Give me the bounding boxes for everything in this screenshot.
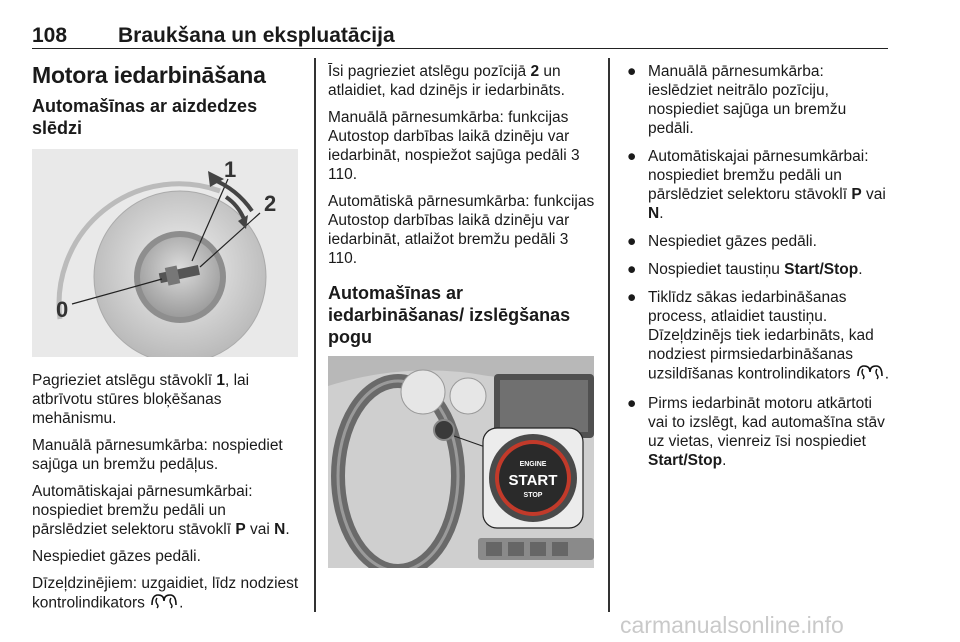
list-item: ●Pirms iedarbināt motoru atkārtoti vai t… — [627, 395, 885, 469]
paragraph: Manuālā pārnesumkārba: nospiediet sajūga… — [32, 437, 283, 473]
column-divider — [608, 58, 610, 612]
stop-label: STOP — [524, 492, 543, 499]
paragraph: Automātiskā pārnesumkārba: funkcijas Aut… — [328, 193, 595, 267]
list-item: ●Nospiediet taustiņu Start/Stop. — [627, 261, 863, 278]
list-item: ●Tiklīdz sākas iedarbināšanas process, a… — [624, 288, 892, 385]
start-stop-button-figure: ENGINE START STOP — [328, 356, 594, 578]
page-number: 108 — [32, 24, 68, 47]
column-divider — [314, 58, 316, 612]
paragraph: Automātiskajai pārnesumkārbai: nospiedie… — [32, 483, 290, 538]
paragraph: Nespiediet gāzes pedāli. — [32, 548, 201, 565]
list-item: ●Nespiediet gāzes pedāli. — [627, 233, 817, 250]
paragraph: Īsi pagrieziet atslēgu pozīcijā 2 un atl… — [328, 63, 565, 99]
glow-plug-icon — [149, 593, 179, 614]
dashboard-illustration: ENGINE START STOP — [328, 356, 594, 578]
list-item: ●Manuālā pārnesumkārba: ieslēdziet neitr… — [627, 63, 847, 137]
paragraph: Dīzeļdzinējiem: uzgaidiet, līdz nodziest… — [32, 574, 304, 614]
position-0-label: 0 — [56, 297, 68, 322]
position-1-label: 1 — [224, 157, 236, 182]
glow-plug-icon — [855, 364, 885, 385]
watermark: carmanualsonline.info — [620, 612, 844, 638]
column-middle: Īsi pagrieziet atslēgu pozīcijā 2 un atl… — [328, 62, 598, 578]
column-left: Motora iedarbināšana Automašīnas ar aizd… — [32, 56, 304, 622]
page-reference-icon: 3 — [559, 231, 569, 248]
start-label: START — [509, 472, 558, 489]
list-item: ●Automātiskajai pārnesumkārbai: nospiedi… — [627, 148, 886, 222]
subsection-title: Automašīnas ar iedarbināšanas/ izslēgšan… — [328, 283, 571, 347]
ignition-switch-figure: 0 1 2 — [32, 149, 298, 364]
section-title: Motora iedarbināšana — [32, 62, 266, 88]
page-header: 108 Braukšana un ekspluatācija — [32, 14, 888, 49]
page-reference-icon: 3 — [571, 147, 580, 164]
subsection-title: Automašīnas ar aizdedzes slēdzi — [32, 96, 258, 138]
position-2-label: 2 — [264, 191, 276, 216]
ignition-switch-illustration: 0 1 2 — [56, 157, 276, 364]
engine-label: ENGINE — [520, 461, 547, 468]
instruction-list: ●Manuālā pārnesumkārba: ieslēdziet neitr… — [624, 62, 892, 470]
chapter-title: Braukšana un ekspluatācija — [118, 24, 395, 47]
paragraph: Manuālā pārnesumkārba: funkcijas Autosto… — [328, 109, 580, 183]
paragraph: Pagrieziet atslēgu stāvoklī 1, lai atbrī… — [32, 372, 250, 427]
column-right: ●Manuālā pārnesumkārba: ieslēdziet neitr… — [624, 62, 892, 479]
